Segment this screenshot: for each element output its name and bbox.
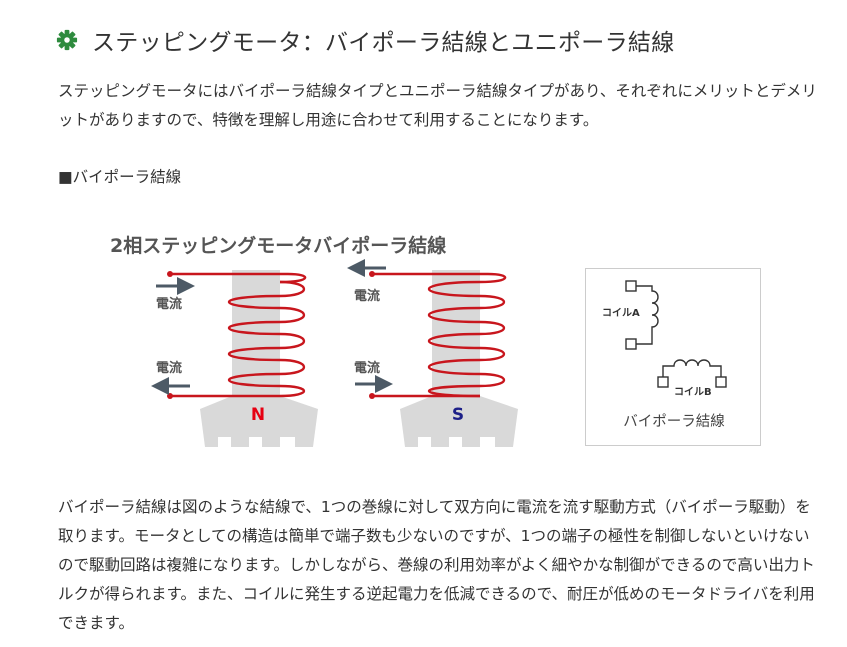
terminal-dot [369, 393, 375, 399]
pole-s-label: S [452, 405, 464, 425]
current-label: 電流 [156, 360, 182, 376]
terminal-dot [167, 393, 173, 399]
coil-b-label: コイルB [674, 386, 712, 398]
coil-right [372, 272, 507, 398]
schematic-caption: バイポーラ結線 [623, 414, 725, 430]
intro-paragraph: ステッピングモータにはバイポーラ結線タイプとユニポーラ結線タイプがあり、それぞれ… [58, 82, 817, 129]
bipolar-diagram: 2相ステッピングモータバイポーラ結線 [110, 234, 518, 447]
coil-a-label: コイルA [602, 307, 640, 319]
terminal-square [657, 376, 669, 388]
terminal-dot [167, 271, 173, 277]
terminal-square [625, 338, 637, 350]
figure-title: 2相ステッピングモータバイポーラ結線 [110, 234, 446, 257]
wiring-schematic: コイルA コイルB バイポーラ結線 [585, 268, 761, 446]
current-label: 電流 [354, 288, 380, 304]
section-label: ■バイポーラ結線 [58, 168, 182, 186]
terminal-square [715, 376, 727, 388]
gear-icon [56, 29, 78, 51]
coil-left [170, 272, 307, 398]
current-label: 電流 [156, 296, 182, 312]
body-paragraph: バイポーラ結線は図のような結線で、1つの巻線に対して双方向に電流を流す駆動方式（… [58, 498, 815, 632]
bipolar-wiring-figure: 2相ステッピングモータバイポーラ結線 [100, 228, 540, 458]
terminal-dot [369, 271, 375, 277]
current-label: 電流 [354, 360, 380, 376]
pole-n-label: N [251, 405, 265, 425]
section-heading: ステッピングモータ：バイポーラ結線とユニポーラ結線 [56, 22, 675, 58]
terminal-square [625, 280, 637, 292]
page-title: ステッピングモータ：バイポーラ結線とユニポーラ結線 [92, 30, 675, 56]
core-n [200, 270, 318, 447]
